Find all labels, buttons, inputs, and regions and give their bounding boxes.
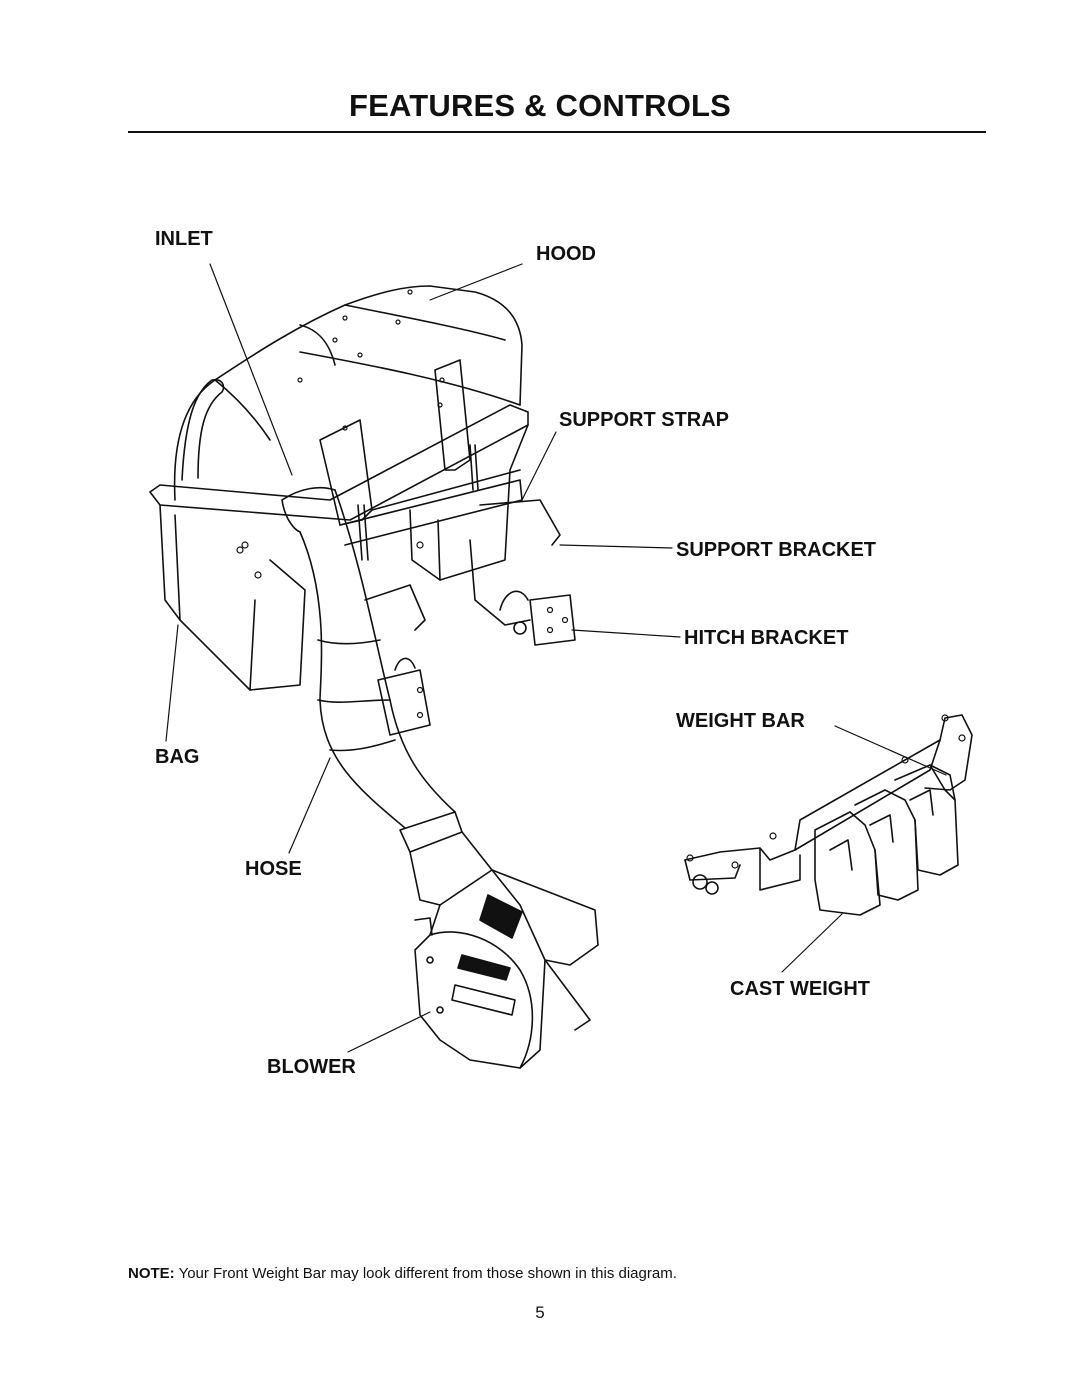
weight-bar (684, 714, 973, 916)
hose (281, 486, 463, 853)
cast-weight-label: CAST WEIGHT (730, 978, 870, 1000)
bag-label: BAG (155, 746, 200, 768)
blower (409, 831, 599, 1069)
hose-label: HOSE (245, 858, 302, 880)
title-rule (128, 131, 986, 133)
hood-label: HOOD (536, 243, 596, 265)
hitch-bracket-label: HITCH BRACKET (684, 627, 849, 649)
note-text: Your Front Weight Bar may look different… (174, 1265, 677, 1282)
blower-label: BLOWER (267, 1056, 356, 1078)
support-bracket-label: SUPPORT BRACKET (676, 539, 877, 561)
page-number: 5 (535, 1303, 545, 1322)
footer-note: NOTE: Your Front Weight Bar may look dif… (128, 1265, 677, 1282)
leader-lines (165, 263, 947, 1053)
weight-bar-label: WEIGHT BAR (676, 710, 805, 732)
note-label: NOTE: (128, 1265, 175, 1282)
bag-assembly (149, 285, 576, 736)
inlet-label: INLET (155, 228, 213, 250)
page-title: FEATURES & CONTROLS (348, 88, 732, 123)
support-strap-label: SUPPORT STRAP (559, 409, 730, 431)
